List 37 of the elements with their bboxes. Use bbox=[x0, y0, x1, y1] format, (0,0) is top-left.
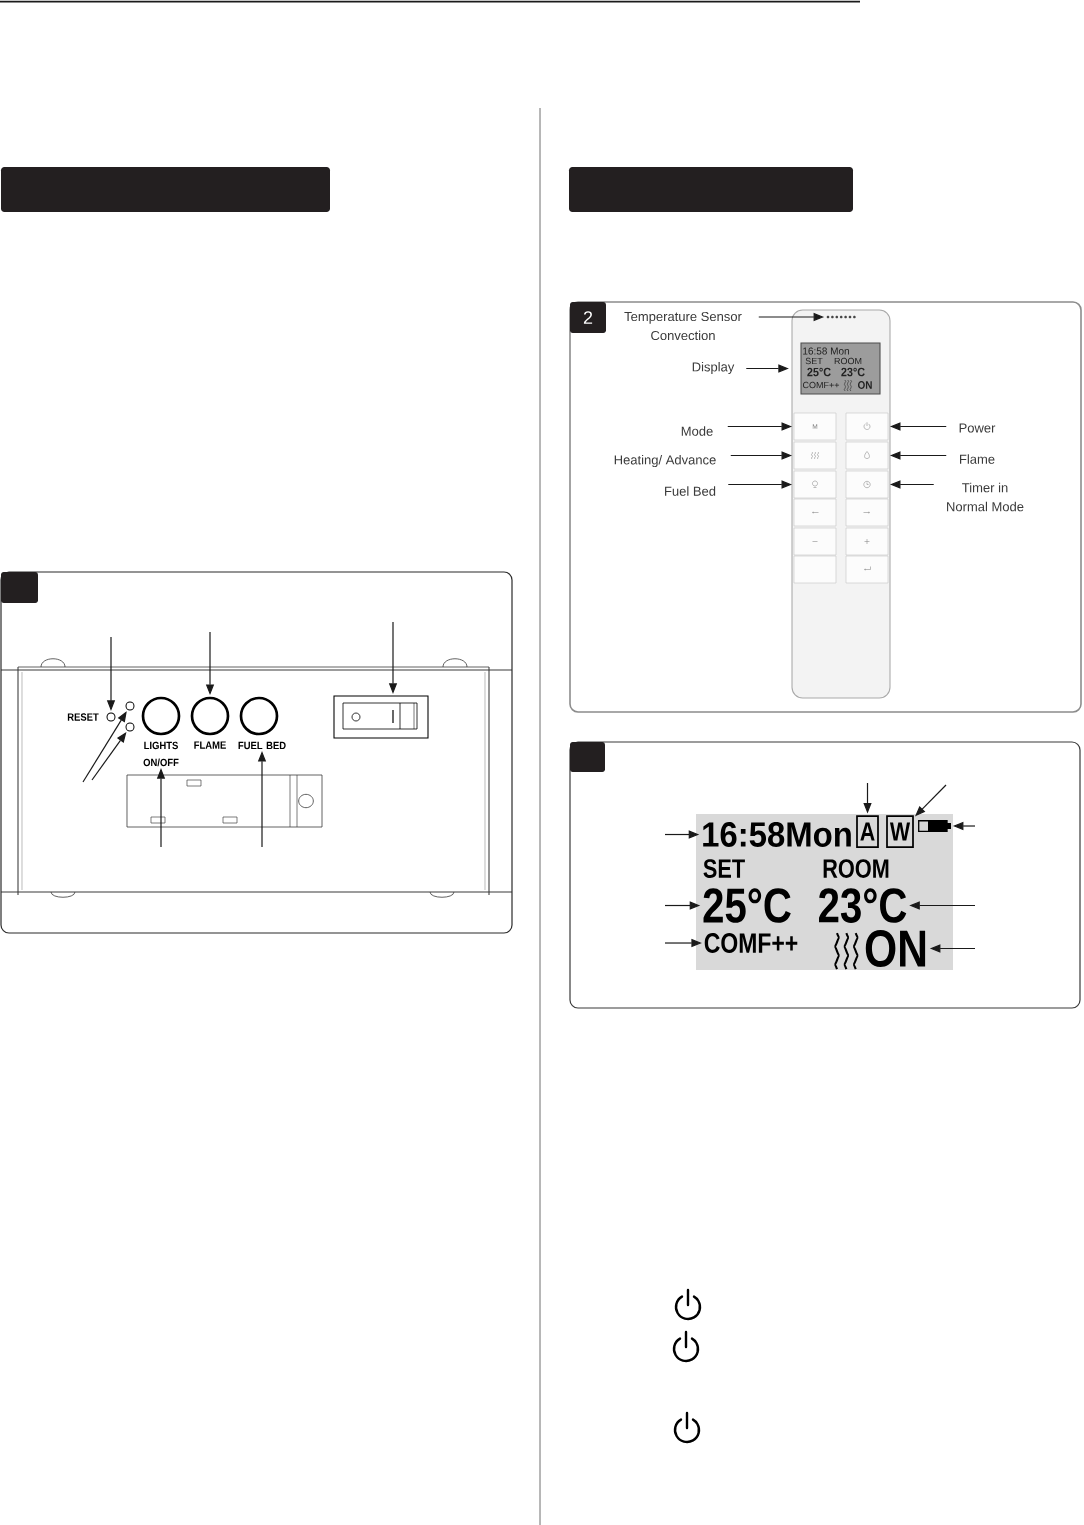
status-text: ON bbox=[865, 930, 926, 967]
figure-tab: 2 bbox=[570, 302, 606, 333]
temperature-readout: 23°C bbox=[819, 888, 907, 923]
remote-key bbox=[793, 555, 837, 584]
push-button bbox=[141, 696, 181, 736]
arrow bbox=[82, 711, 127, 783]
callout-label: Heating/ Advance bbox=[614, 454, 716, 468]
indicator-light bbox=[125, 701, 135, 711]
mode-indicator: A bbox=[856, 815, 879, 848]
sensor-dots bbox=[826, 315, 856, 319]
button-label: FLAME bbox=[194, 741, 226, 749]
callout-label: Fuel Bed bbox=[665, 486, 716, 496]
indicator-light bbox=[125, 722, 135, 732]
button-label: RESET bbox=[67, 713, 99, 721]
mode-text: COMF++ bbox=[704, 933, 798, 953]
callout-label: Temperature Sensor Convection bbox=[624, 311, 742, 341]
callout-label: Flame bbox=[960, 454, 995, 464]
callout-label: Display bbox=[692, 361, 735, 375]
rocker-switch bbox=[333, 695, 429, 739]
temperature-readout: 25°C bbox=[703, 888, 791, 923]
heading-bar bbox=[569, 167, 853, 212]
figure-tab bbox=[1, 572, 38, 603]
button-label: LIGHTS ON/OFF bbox=[143, 741, 179, 767]
push-button bbox=[239, 696, 279, 736]
battery-icon bbox=[918, 820, 951, 832]
figure-frame bbox=[569, 741, 1081, 1009]
heading-bar bbox=[1, 167, 330, 212]
figure-frame bbox=[569, 301, 1082, 713]
callout-label: Power bbox=[959, 423, 996, 433]
mode-indicator: W bbox=[886, 815, 914, 848]
button-label: FUEL BED bbox=[238, 741, 286, 750]
callout-label: Mode bbox=[681, 426, 713, 436]
display-screen: 16:58 Mon SET ROOM 25°C 23°C COMF++ ON bbox=[800, 342, 881, 395]
figure-tab bbox=[570, 742, 605, 772]
time-readout: 16:58Mon bbox=[703, 822, 851, 847]
figure-frame bbox=[0, 571, 513, 934]
callout-label: Timer in Normal Mode bbox=[947, 482, 1024, 512]
